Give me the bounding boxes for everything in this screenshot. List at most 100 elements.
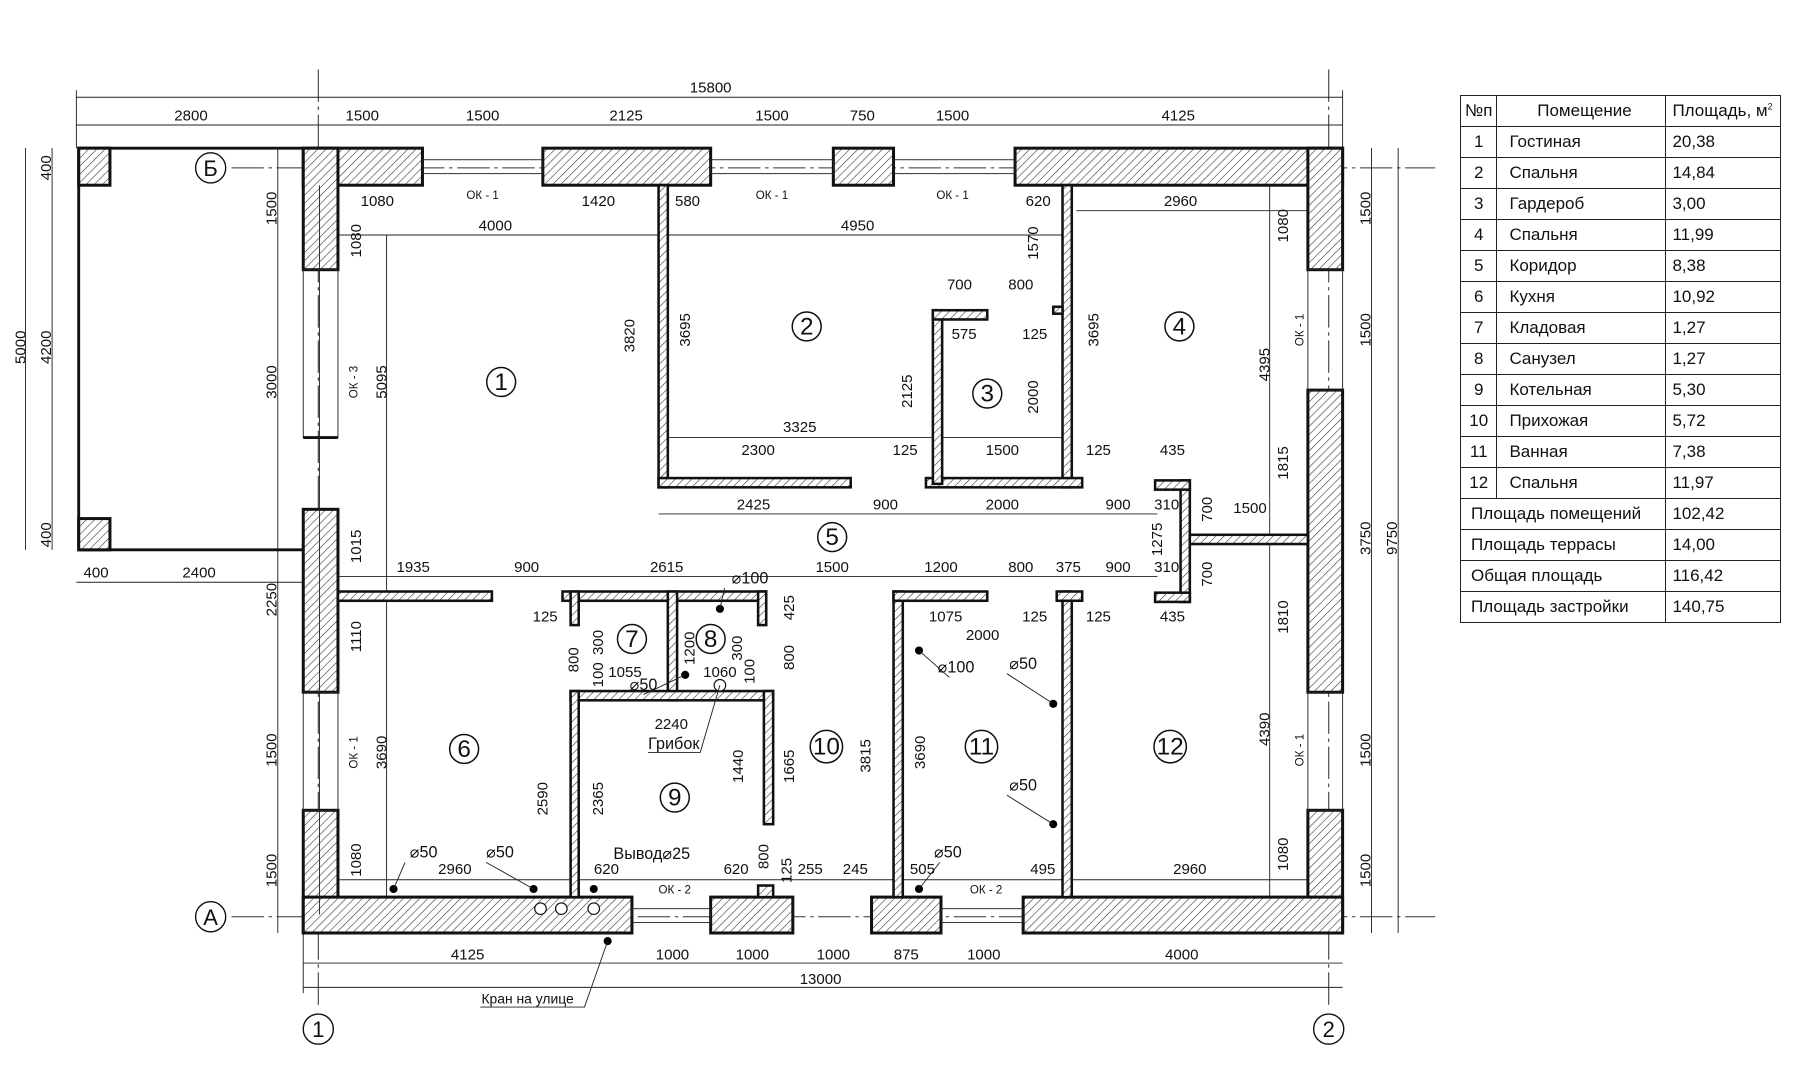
dimension-label: 5095: [374, 365, 391, 398]
dimension-label: 620: [594, 861, 619, 878]
dimension-label: 1500: [466, 107, 499, 124]
room-num: 7: [1459, 312, 1498, 344]
dimension-label: 2365: [590, 782, 607, 815]
dimension-label: 125: [893, 442, 918, 459]
dimension-label: 1060: [703, 664, 736, 681]
dimension-label: 900: [1106, 496, 1131, 513]
dimension-label: 1500: [986, 442, 1019, 459]
room-number: 6: [457, 736, 471, 763]
dimension-label: 125: [1022, 609, 1047, 626]
room-number: 5: [825, 524, 839, 551]
dimension-label: 125: [779, 858, 796, 883]
room-name: Ванная: [1496, 436, 1667, 468]
pipe-diameter-label: ⌀100: [732, 569, 769, 587]
room-number: 10: [813, 734, 840, 761]
total-area: 140,75: [1665, 591, 1782, 623]
dimension-label: 1000: [656, 947, 689, 964]
window-label: ОК - 1: [936, 190, 968, 202]
dimension-label: 875: [894, 947, 919, 964]
room-marker-circle: [1153, 729, 1188, 764]
dimension-label: 1080: [361, 193, 394, 210]
dimension-label: 4200: [38, 331, 55, 364]
dimension-label: 620: [724, 861, 749, 878]
dimension-label: 700: [947, 276, 972, 293]
room-number: 9: [668, 785, 682, 812]
windows: [302, 159, 1344, 924]
note-outside-tap: Кран на улице: [481, 991, 574, 1007]
dimension-label: 750: [850, 107, 875, 124]
dimension-label: 2240: [655, 716, 688, 733]
dimension-label: 495: [1030, 861, 1055, 878]
dimension-label: 1500: [264, 192, 281, 225]
total-label: Площадь застройки: [1459, 591, 1667, 623]
room-marker-circle: [695, 623, 726, 655]
dimension-label: 310: [1154, 496, 1179, 513]
dimension-label: 2615: [650, 559, 683, 576]
axis-label-col-2: 2: [1323, 1017, 1335, 1042]
dimension-label: 800: [566, 647, 583, 672]
dimension-label: 2960: [1173, 861, 1206, 878]
dimension-label: 1440: [730, 750, 747, 783]
dimension-label: 3690: [374, 736, 391, 769]
dimension-label: 1080: [348, 224, 365, 257]
dimension-label: 4000: [479, 217, 512, 234]
dimension-label: 1810: [1275, 600, 1292, 633]
room-number: 4: [1173, 314, 1187, 341]
room-number: 12: [1157, 734, 1184, 761]
dimension-label: 100: [590, 662, 607, 687]
dimension-label: 3695: [1085, 313, 1102, 346]
dimension-label: 245: [843, 861, 868, 878]
dimension-label: 900: [1106, 559, 1131, 576]
header-room: Помещение: [1496, 95, 1667, 127]
dimension-label: 2800: [174, 107, 207, 124]
total-area: 102,42: [1665, 498, 1782, 530]
total-label: Площадь помещений: [1459, 498, 1667, 530]
room-number: 8: [704, 626, 718, 653]
room-name: Кухня: [1496, 281, 1667, 313]
dimension-label: 310: [1154, 559, 1179, 576]
dimension-label: 800: [1008, 276, 1033, 293]
dimension-label: 4950: [841, 217, 874, 234]
dimension-label: 4000: [1165, 947, 1198, 964]
pipe-diameter-label: ⌀50: [1009, 655, 1037, 673]
dimension-label: 4125: [1162, 107, 1195, 124]
dimension-label: 2000: [1025, 380, 1042, 413]
header-num: №п: [1459, 95, 1498, 127]
dimension-label: 4125: [451, 947, 484, 964]
room-area: 3,00: [1665, 188, 1782, 220]
pipe-diameter-label: ⌀50: [1009, 777, 1037, 795]
axis-marker-circle: [1312, 1013, 1345, 1045]
room-area: 20,38: [1665, 126, 1782, 158]
dimension-label: 125: [1086, 609, 1111, 626]
dimension-label: 1000: [817, 947, 850, 964]
room-num: 10: [1459, 405, 1498, 437]
axis-label-col-1: 1: [312, 1017, 324, 1042]
room-marker-circle: [485, 366, 517, 398]
room-num: 2: [1459, 157, 1498, 189]
dimension-label: 620: [1026, 193, 1051, 210]
room-num: 1: [1459, 126, 1498, 158]
dimension-label: 13000: [800, 971, 842, 988]
dimension-label: 900: [514, 559, 539, 576]
dimension-label: 2960: [1164, 193, 1197, 210]
dimension-label: 1815: [1275, 446, 1292, 479]
room-num: 8: [1459, 343, 1498, 375]
total-area: 116,42: [1665, 560, 1782, 592]
window-label: ОК - 1: [466, 190, 498, 202]
room-area: 5,30: [1665, 374, 1782, 406]
room-number: 3: [981, 381, 995, 408]
dimension-label: 1110: [348, 621, 365, 652]
dimension-label: 1500: [346, 107, 379, 124]
dimension-label: 1500: [1357, 313, 1374, 346]
dimension-label: 1080: [1275, 838, 1292, 871]
total-label: Площадь террасы: [1459, 529, 1667, 561]
dimension-label: 580: [675, 193, 700, 210]
